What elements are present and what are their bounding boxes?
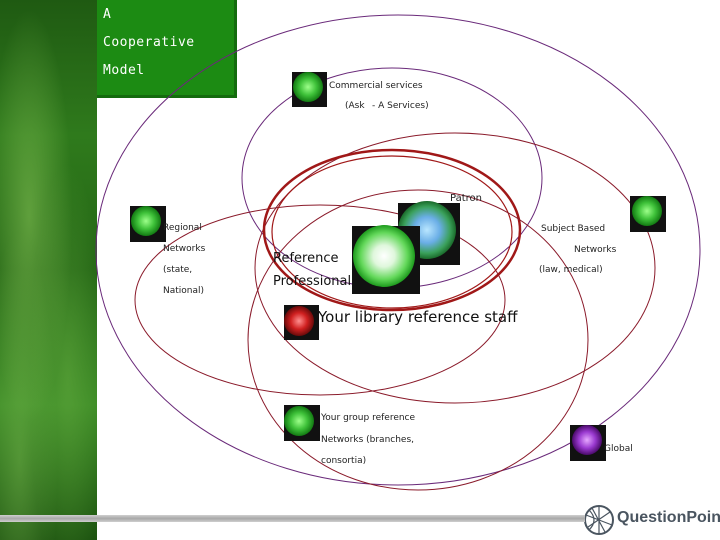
library-ring [262,148,522,312]
regional-label-1: Regional [163,223,202,233]
group-label-2: Networks (branches, [321,435,415,445]
global-label: Global [604,444,633,454]
regional-label-2: Networks [163,244,206,254]
library-ring-inner [271,155,513,309]
subject-node [632,196,662,226]
group-label-1: Your group reference [321,413,416,423]
global-node [572,425,602,455]
regional-node [131,206,161,236]
title-box: A Cooperative Model [97,0,237,98]
commercial-label-2: (Ask [345,101,365,111]
commercial-label-3: - A Services) [372,101,429,111]
outer-ring [95,14,701,486]
title-line-3: Model [103,63,145,78]
decorative-green-sidebar [0,0,97,540]
group-node [284,406,314,436]
regional-ring [134,204,506,396]
commercial-label-1: Commercial services [329,81,423,91]
library-staff-label: Your library reference staff [318,308,518,326]
group-ring [247,189,589,491]
commercial-node [293,72,323,102]
professional-label-2: Professional [273,274,352,289]
patron-label: Patron [450,193,482,204]
regional-label-4: National) [163,286,205,296]
questionpoint-logo-text: QuestionPoint [617,509,720,526]
professional-node [353,225,415,287]
title-line-2: Cooperative [103,35,195,50]
regional-label-3: (state, [163,265,193,275]
subject-label-2: Networks [574,245,617,255]
questionpoint-globe-icon [584,505,614,535]
bottom-divider-bar [0,515,585,522]
group-label-3: consortia) [321,456,367,466]
library-staff-node [284,306,314,336]
subject-ring [254,132,656,404]
subject-label-1: Subject Based [541,224,606,234]
subject-label-3: (law, medical) [539,265,603,275]
professional-label-1: Reference [273,251,339,266]
title-line-1: A [103,7,112,22]
